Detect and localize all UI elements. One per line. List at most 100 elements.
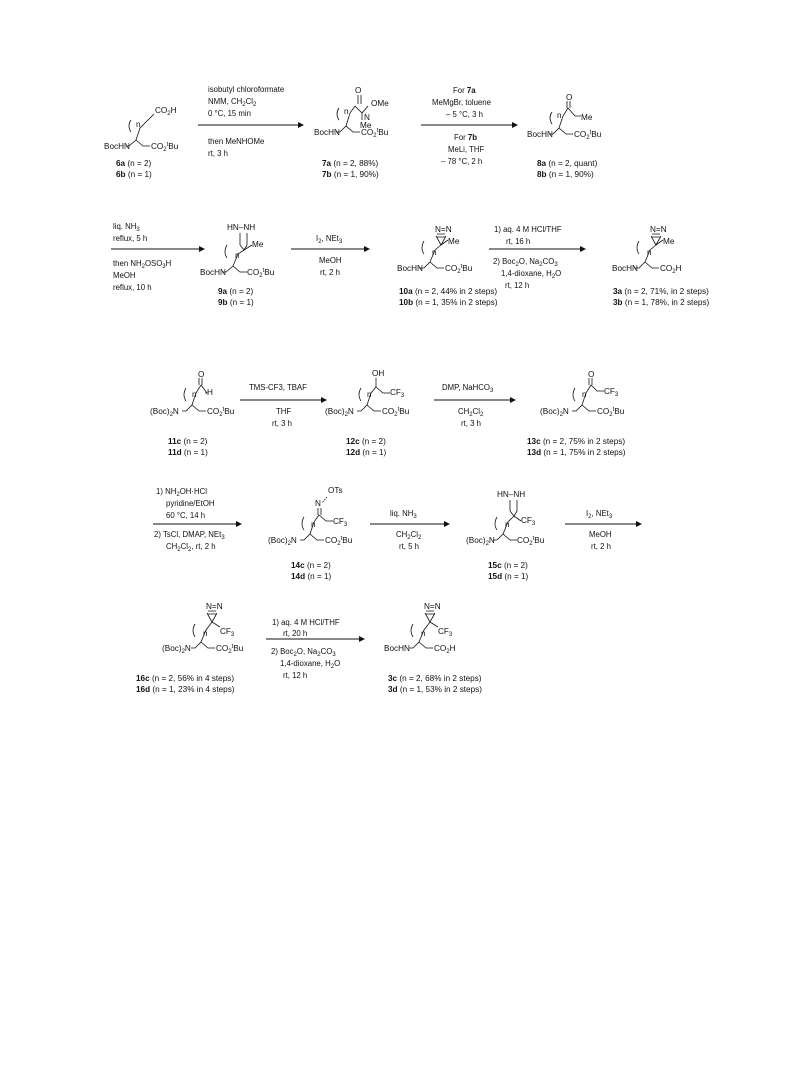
svg-text:CH2Cl2: CH2Cl2: [396, 530, 422, 541]
svg-text:pyridine/EtOH: pyridine/EtOH: [166, 499, 215, 508]
svg-text:BocHN: BocHN: [104, 142, 130, 151]
svg-text:1) aq. 4 M HCl/THF: 1) aq. 4 M HCl/THF: [272, 618, 340, 627]
svg-text:For 7b: For 7b: [454, 133, 477, 142]
svg-text:rt, 2 h: rt, 2 h: [591, 542, 611, 551]
svg-text:rt, 3 h: rt, 3 h: [208, 149, 228, 158]
svg-text:N=N: N=N: [206, 602, 223, 611]
svg-text:Me: Me: [448, 237, 460, 246]
svg-text:Me: Me: [581, 113, 593, 122]
svg-text:OTs: OTs: [328, 486, 343, 495]
reaction-arrow-3: liq. NH3 reflux, 5 h then NH2OSO3H MeOH …: [111, 222, 205, 292]
svg-text:1) NH2OH·HCl: 1) NH2OH·HCl: [156, 487, 207, 498]
label-15d: 15d (n = 1): [488, 572, 529, 581]
svg-text:n: n: [557, 111, 562, 120]
svg-text:CF3: CF3: [390, 388, 405, 399]
svg-text:N=N: N=N: [424, 602, 441, 611]
svg-text:0 °C, 15 min: 0 °C, 15 min: [208, 109, 251, 118]
label-16d: 16d (n = 1, 23% in 4 steps): [136, 685, 235, 694]
svg-text:CO2tBu: CO2tBu: [247, 268, 275, 279]
molecule-16: N=N CF3 n (Boc)2N CO2tBu 16c (n = 2, 56%…: [136, 602, 244, 694]
svg-text:O: O: [566, 93, 572, 102]
svg-text:Me: Me: [252, 240, 264, 249]
svg-text:n: n: [582, 390, 587, 399]
svg-text:1) aq. 4 M HCl/THF: 1) aq. 4 M HCl/THF: [494, 225, 562, 234]
svg-text:(Boc)2N: (Boc)2N: [325, 407, 354, 418]
svg-text:N=N: N=N: [650, 225, 667, 234]
reaction-arrow-10: I2, NEt3 MeOH rt, 2 h: [565, 509, 642, 551]
svg-text:rt, 20 h: rt, 20 h: [283, 629, 307, 638]
label-8a: 8a (n = 2, quant): [537, 159, 598, 168]
svg-text:rt, 3 h: rt, 3 h: [461, 419, 481, 428]
molecule-7: O OMe N Me n BocHN CO2tBu 7a (n = 2, 88%…: [314, 86, 389, 179]
label-3a: 3a (n = 2, 71%, in 2 steps): [613, 287, 709, 296]
svg-text:CO2tBu: CO2tBu: [216, 644, 244, 655]
svg-text:n: n: [136, 120, 141, 129]
molecule-9: HN–NH Me n BocHN CO2tBu 9a (n = 2) 9b (n…: [200, 223, 275, 307]
svg-text:liq. NH3: liq. NH3: [113, 222, 140, 233]
molecule-12: OH CF3 n (Boc)2N CO2tBu 12c (n = 2) 12d …: [325, 369, 410, 457]
label-9b: 9b (n = 1): [218, 298, 254, 307]
svg-text:CO2tBu: CO2tBu: [597, 407, 625, 418]
label-7a: 7a (n = 2, 88%): [322, 159, 378, 168]
svg-text:CO2tBu: CO2tBu: [207, 407, 235, 418]
svg-text:CO2tBu: CO2tBu: [517, 536, 545, 547]
svg-text:Me: Me: [663, 237, 675, 246]
svg-text:I2, NEt3: I2, NEt3: [316, 234, 343, 245]
svg-text:CF3: CF3: [521, 516, 536, 527]
label-6a: 6a (n = 2): [116, 159, 152, 168]
svg-text:O: O: [355, 86, 361, 95]
svg-text:60 °C, 14 h: 60 °C, 14 h: [166, 511, 205, 520]
reaction-arrow-6: TMS-CF3, TBAF THF rt, 3 h: [240, 383, 327, 428]
svg-text:(Boc)2N: (Boc)2N: [466, 536, 495, 547]
label-11c: 11c (n = 2): [168, 437, 208, 446]
label-6b: 6b (n = 1): [116, 170, 152, 179]
svg-text:n: n: [192, 390, 197, 399]
svg-text:CF3: CF3: [220, 627, 235, 638]
label-13c: 13c (n = 2, 75% in 2 steps): [527, 437, 625, 446]
label-14c: 14c (n = 2): [291, 561, 331, 570]
svg-text:CO2tBu: CO2tBu: [574, 130, 602, 141]
svg-text:O: O: [588, 370, 594, 379]
molecule-10: N=N Me n BocHN CO2tBu 10a (n = 2, 44% in…: [397, 225, 498, 307]
svg-text:MeOH: MeOH: [113, 271, 136, 280]
label-10b: 10b (n = 1, 35% in 2 steps): [399, 298, 498, 307]
svg-text:isobutyl chloroformate: isobutyl chloroformate: [208, 85, 284, 94]
label-11d: 11d (n = 1): [168, 448, 208, 457]
label-8b: 8b (n = 1, 90%): [537, 170, 594, 179]
svg-text:n: n: [421, 629, 426, 638]
svg-text:CO2tBu: CO2tBu: [325, 536, 353, 547]
label-3b: 3b (n = 1, 78%, in 2 steps): [613, 298, 710, 307]
molecule-6: CO2H n BocHN CO2tBu 6a (n = 2) 6b (n = 1…: [104, 106, 179, 179]
svg-text:n: n: [432, 248, 437, 257]
svg-text:then NH2OSO3H: then NH2OSO3H: [113, 259, 171, 270]
svg-text:MeOH: MeOH: [319, 256, 342, 265]
svg-text:For 7a: For 7a: [453, 86, 476, 95]
svg-text:NMM, CH2Cl2: NMM, CH2Cl2: [208, 97, 257, 108]
svg-text:CF3: CF3: [333, 517, 348, 528]
svg-text:BocHN: BocHN: [527, 130, 553, 139]
svg-text:CH2Cl2, rt, 2 h: CH2Cl2, rt, 2 h: [166, 542, 216, 553]
svg-text:CO2tBu: CO2tBu: [361, 128, 389, 139]
svg-text:2) Boc2O, Na2CO3: 2) Boc2O, Na2CO3: [493, 257, 558, 268]
reaction-arrow-9: liq. NH3 CH2Cl2 rt, 5 h: [370, 509, 450, 551]
label-14d: 14d (n = 1): [291, 572, 332, 581]
molecule-15: HN–NH CF3 n (Boc)2N CO2tBu 15c (n = 2) 1…: [466, 490, 545, 581]
svg-text:CO2tBu: CO2tBu: [151, 142, 179, 153]
svg-text:BocHN: BocHN: [200, 268, 226, 277]
svg-text:n: n: [344, 107, 349, 116]
label-3c: 3c (n = 2, 68% in 2 steps): [388, 674, 482, 683]
svg-text:rt, 2 h: rt, 2 h: [320, 268, 340, 277]
svg-text:rt, 12 h: rt, 12 h: [505, 281, 529, 290]
svg-text:rt, 3 h: rt, 3 h: [272, 419, 292, 428]
label-13d: 13d (n = 1, 75% in 2 steps): [527, 448, 626, 457]
svg-text:N: N: [364, 113, 370, 122]
svg-text:CO2tBu: CO2tBu: [445, 264, 473, 275]
svg-text:CO2tBu: CO2tBu: [382, 407, 410, 418]
svg-text:N=N: N=N: [435, 225, 452, 234]
svg-text:n: n: [311, 520, 316, 529]
svg-text:n: n: [647, 248, 652, 257]
reaction-arrow-8: 1) NH2OH·HCl pyridine/EtOH 60 °C, 14 h 2…: [153, 487, 242, 553]
molecule-14: OTs N CF3 n (Boc)2N CO2tBu 14c (n = 2) 1…: [268, 486, 353, 581]
svg-text:– 78 °C, 2 h: – 78 °C, 2 h: [441, 157, 482, 166]
